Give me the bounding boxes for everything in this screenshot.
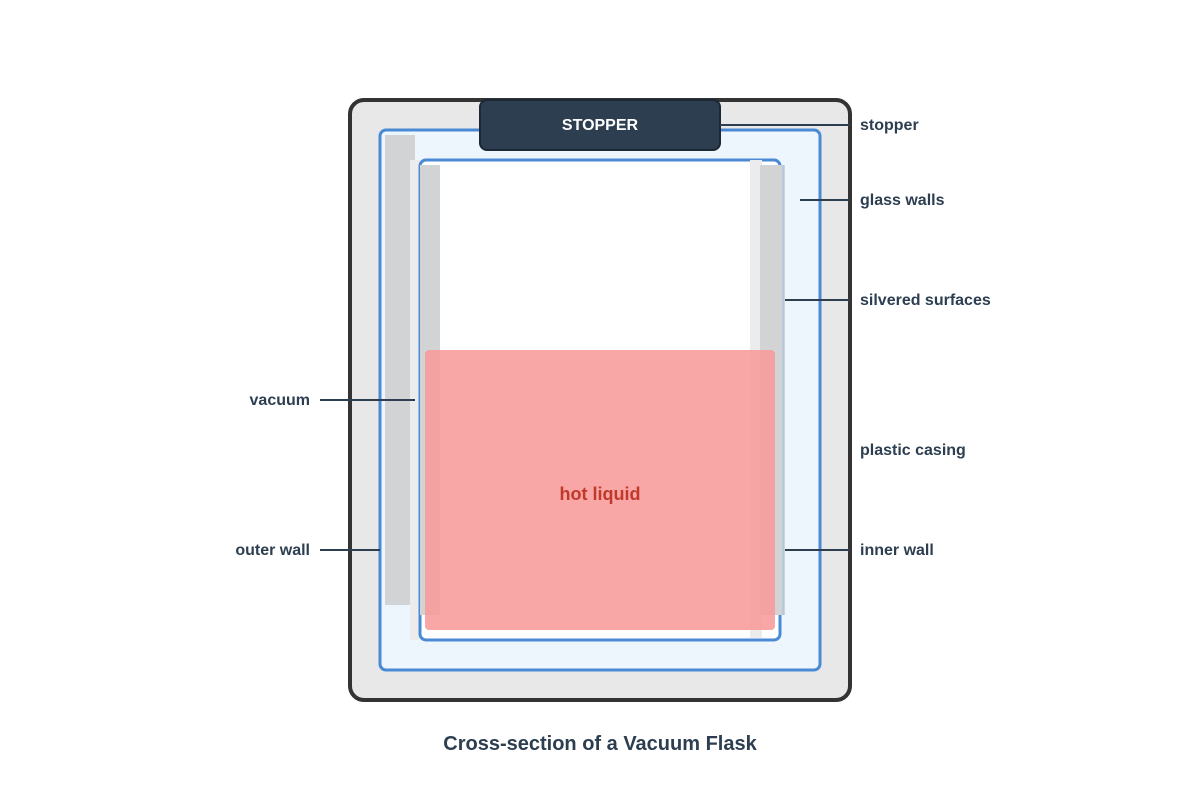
label-inner-wall: inner wall (860, 542, 934, 559)
diagram-caption: Cross-section of a Vacuum Flask (443, 733, 757, 755)
label-outer-wall: outer wall (235, 542, 310, 559)
hot-liquid (425, 350, 775, 630)
label-glass-walls: glass walls (860, 192, 945, 209)
hot-liquid-label: hot liquid (560, 484, 641, 504)
label-plastic-casing: plastic casing (860, 442, 966, 459)
label-silvered-surfaces: silvered surfaces (860, 292, 991, 309)
label-stopper: stopper (860, 117, 919, 134)
label-vacuum: vacuum (250, 392, 310, 409)
stopper-text: STOPPER (562, 117, 639, 134)
